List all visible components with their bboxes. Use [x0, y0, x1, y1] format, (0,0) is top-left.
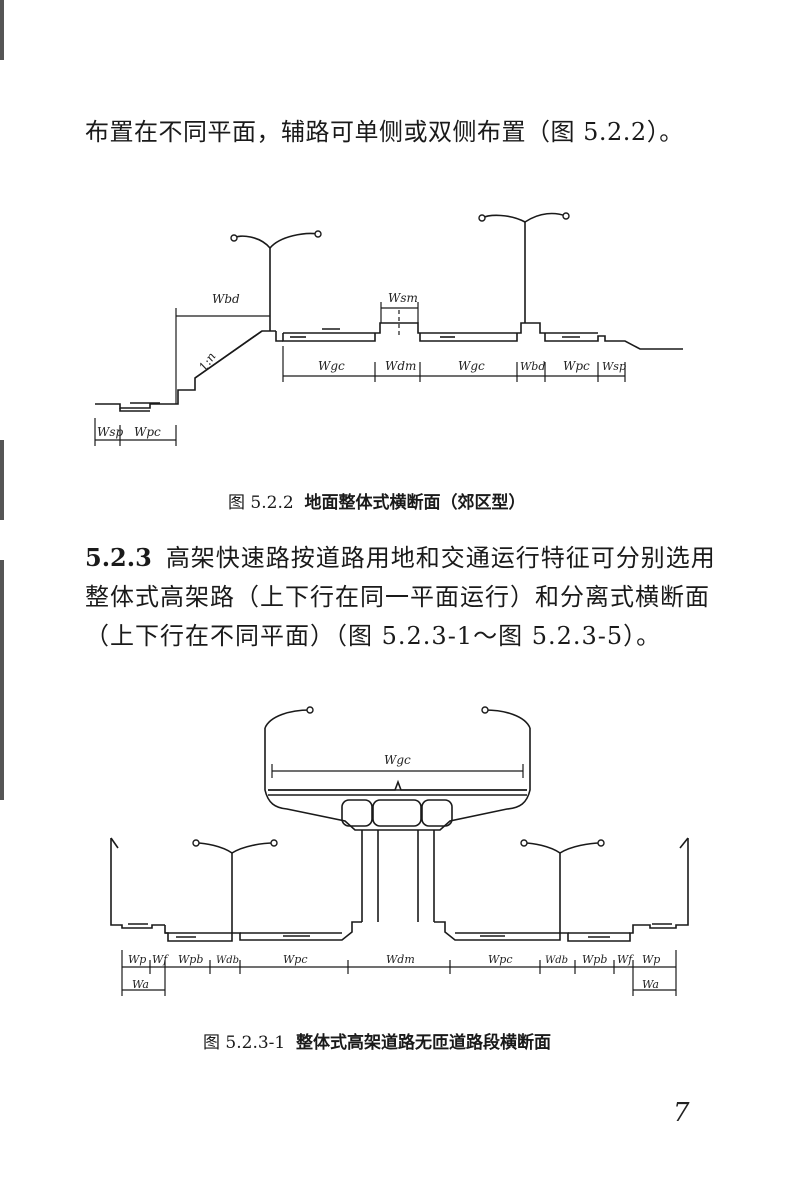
dim-label: Wbd: [520, 360, 545, 373]
dim-label: Wdm: [385, 359, 416, 373]
figure-2-title: 整体式高架道路无匝道路段横断面: [296, 1033, 552, 1053]
dim-label: Wpc: [488, 953, 513, 966]
paragraph-top: 布置在不同平面，辅路可单侧或双侧布置（图 5.2.2）。: [85, 118, 684, 146]
page-edge-mark: [0, 440, 4, 520]
section-number: 5.2.3: [85, 543, 152, 572]
dim-label: Wf: [152, 953, 169, 966]
figure-1-caption: 图 5.2.2 地面整体式横断面（郊区型）: [228, 488, 525, 513]
dim-label: Wsm: [388, 291, 418, 305]
dim-label: Wgc: [384, 753, 411, 767]
dim-label: Wpc: [283, 953, 308, 966]
dim-label: Wpc: [134, 425, 161, 439]
page-edge-mark: [0, 560, 4, 800]
slope-label: 1:n: [196, 350, 219, 374]
figure-5-2-3-1-diagram: Wgc Wp Wf Wpb Wdb Wpc Wdm Wpc Wdb Wpb Wf…: [110, 706, 689, 996]
figure-5-2-2-diagram: Wbd Wsm 1:n Wgc Wdm Wgc Wbd Wpc Wsp Wsp …: [94, 212, 683, 446]
dim-label: Wdb: [545, 955, 568, 966]
dim-label: Wpc: [563, 359, 590, 373]
figure-2-caption: 图 5.2.3-1 整体式高架道路无匝道路段横断面: [203, 1028, 551, 1053]
dim-label: Wgc: [318, 359, 345, 373]
dim-label: Wa: [132, 978, 149, 991]
dim-label: Wsp: [602, 360, 626, 373]
dim-label: Wp: [128, 953, 146, 966]
section-text: 高架快速路按道路用地和交通运行特征可分别选用整体式高架路（上下行在同一平面运行）…: [85, 544, 716, 650]
dim-label: Wf: [617, 953, 634, 966]
figure-1-title: 地面整体式横断面（郊区型）: [304, 493, 526, 513]
page-edge-mark: [0, 0, 4, 60]
dim-label: Wdb: [216, 955, 239, 966]
dim-label: Wa: [642, 978, 659, 991]
dim-label: Wgc: [458, 359, 485, 373]
dim-label: Wp: [642, 953, 660, 966]
dim-label: Wpb: [582, 953, 607, 966]
dim-label: Wdm: [386, 953, 415, 966]
dim-label: Wbd: [212, 292, 240, 306]
figure-1-number: 图 5.2.2: [228, 493, 294, 513]
page-number: 7: [673, 1098, 690, 1128]
dim-label: Wpb: [178, 953, 203, 966]
dim-label: Wsp: [97, 425, 123, 439]
figure-2-number: 图 5.2.3-1: [203, 1033, 286, 1053]
